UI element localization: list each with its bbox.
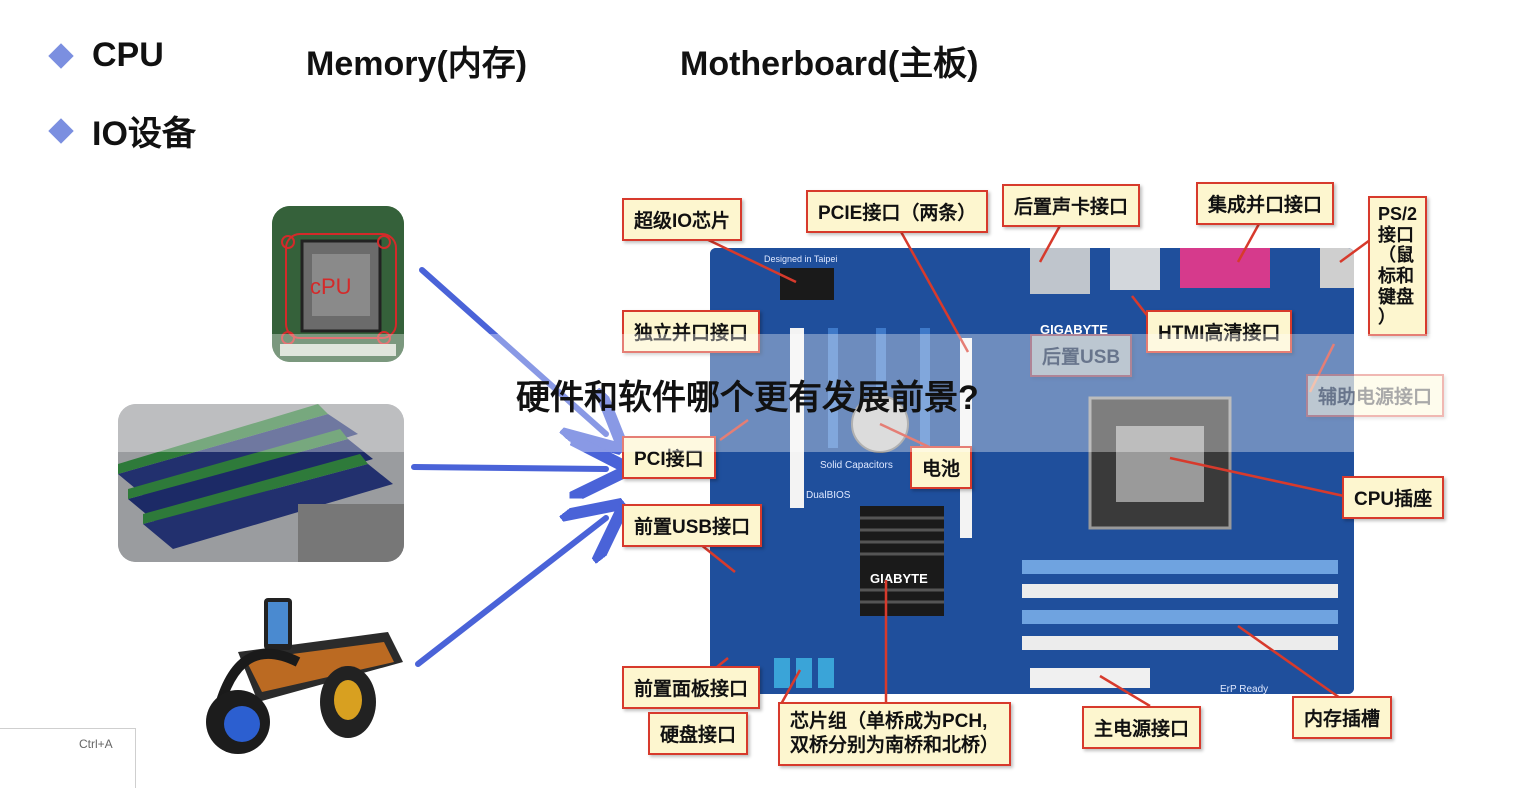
heading-row-1: CPU [48,36,164,75]
board-solid-text: Solid Capacitors [820,460,893,471]
label-main-power: 主电源接口 [1082,706,1202,749]
heading-motherboard: Motherboard(主板) [680,45,979,83]
label-cpu-socket: CPU插座 [1342,476,1445,519]
watermark-ribbon [0,334,1532,452]
cpu-chip-text: cPU [310,274,352,299]
watermark-text: 硬件和软件哪个更有发展前景? [516,379,979,417]
label-super-io: 超级IO芯片 [622,198,743,241]
label-parallel: 集成并口接口 [1196,182,1335,225]
heading-cpu: CPU [92,36,164,74]
shortcut-box [0,728,136,788]
label-front-panel: 前置面板接口 [622,666,761,709]
label-aux-power: 辅助电源接口 [1306,374,1445,417]
shortcut-hint: Ctrl+A [79,737,113,751]
board-dualbios-text: DualBIOS [806,490,851,501]
heading-memory: Memory(内存) [306,45,528,83]
label-memory-slot: 内存插槽 [1292,696,1393,739]
board-erp-text: ErP Ready [1220,684,1268,694]
label-disk: 硬盘接口 [648,712,749,755]
label-pcie: PCIE接口（两条） [806,190,989,233]
label-standalone-parallel: 独立并口接口 [622,310,761,353]
board-brand-text: GIGABYTE [1040,322,1108,337]
label-rear-usb: 后置USB [1030,334,1133,377]
board-designed-text: Designed in Taipei [764,254,837,264]
label-rear-audio: 后置声卡接口 [1002,184,1141,227]
io-devices-image [198,592,404,762]
label-ps2: PS/2 接口 （鼠 标和 键盘 ） [1368,196,1428,337]
label-chipset: 芯片组（单桥成为PCH, 双桥分别为南桥和北桥） [778,702,1012,766]
label-hdmi: HTMI高清接口 [1146,310,1293,353]
label-front-usb: 前置USB接口 [622,504,763,547]
label-pci: PCI接口 [622,436,716,479]
heading-row-2: IO设备 [48,106,196,155]
heading-io: IO设备 [92,115,196,153]
memory-image [118,404,404,562]
heatsink-brand-text: GIABYTE [870,571,928,586]
cpu-image: cPU [272,206,404,362]
label-battery: 电池 [910,446,973,489]
